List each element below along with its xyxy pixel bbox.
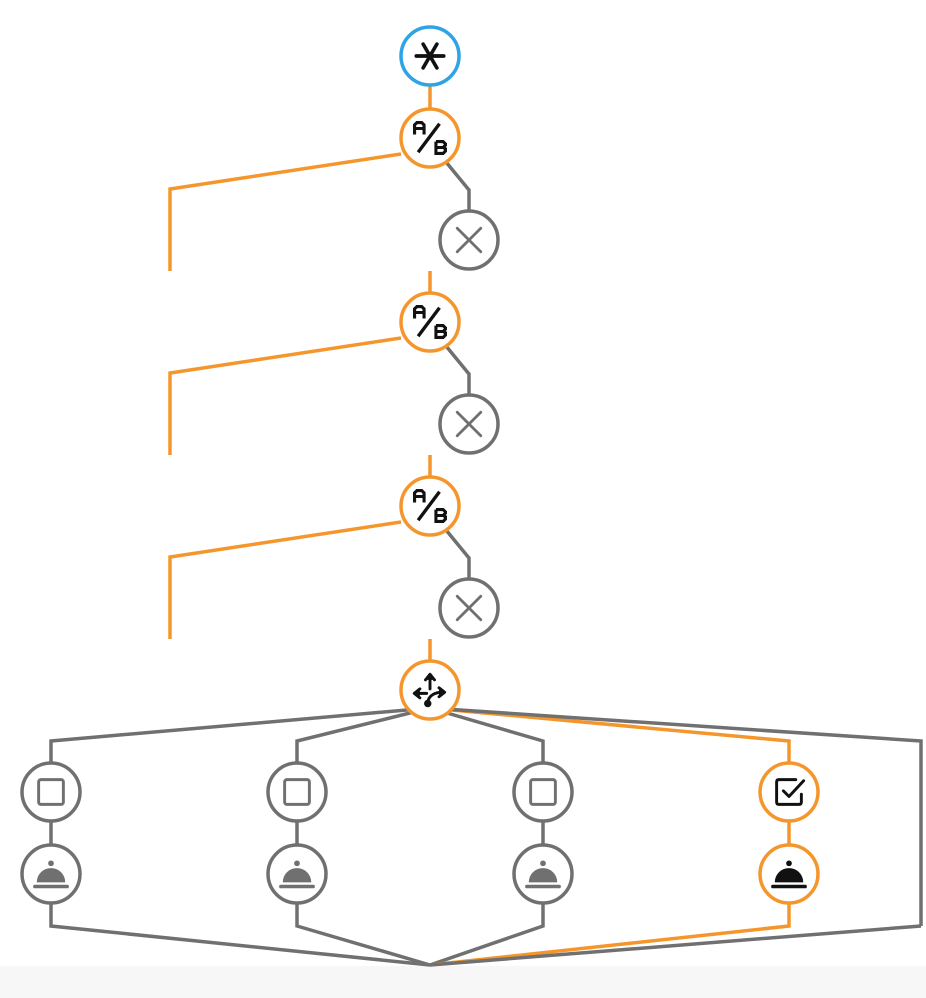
edge-router-branch <box>295 706 431 763</box>
condition-node-circle <box>758 761 820 823</box>
exit-node[interactable] <box>438 577 500 639</box>
edge-ab-a-branch <box>168 152 402 271</box>
connector-lines <box>49 85 923 967</box>
footer-strip <box>0 966 926 998</box>
router-node[interactable] <box>399 659 461 721</box>
ab-test-node[interactable] <box>399 107 461 169</box>
edge-branch-merge <box>295 903 431 967</box>
condition-node[interactable] <box>20 761 82 823</box>
edge-ab-b-branch <box>444 528 471 579</box>
condition-node-circle <box>266 761 328 823</box>
condition-node-circle <box>512 761 574 823</box>
condition-node[interactable] <box>266 761 328 823</box>
edge-branch-merge <box>49 903 431 967</box>
exit-node[interactable] <box>438 209 500 271</box>
edge-branch-merge <box>429 903 791 967</box>
ab-test-node[interactable] <box>399 291 461 353</box>
flow-nodes <box>20 25 820 905</box>
condition-node[interactable] <box>758 761 820 823</box>
condition-node[interactable] <box>512 761 574 823</box>
edge-ab-a-branch <box>168 520 402 639</box>
condition-node-circle <box>20 761 82 823</box>
action-node[interactable] <box>266 843 328 905</box>
edge-router-branch <box>49 706 431 763</box>
edge-ab-a-branch <box>168 336 402 455</box>
edge-ab-b-branch <box>444 344 471 395</box>
action-node[interactable] <box>758 843 820 905</box>
ab-test-node[interactable] <box>399 475 461 537</box>
action-node[interactable] <box>20 843 82 905</box>
edge-branch-merge <box>429 903 545 967</box>
edge-ab-b-branch <box>444 160 471 211</box>
edge-router-branch <box>429 706 545 763</box>
edge-router-branch <box>429 706 923 926</box>
exit-node[interactable] <box>438 393 500 455</box>
start-node[interactable] <box>399 25 461 87</box>
action-node[interactable] <box>512 843 574 905</box>
edge-branch-merge <box>429 924 922 967</box>
edge-router-branch <box>429 706 791 763</box>
